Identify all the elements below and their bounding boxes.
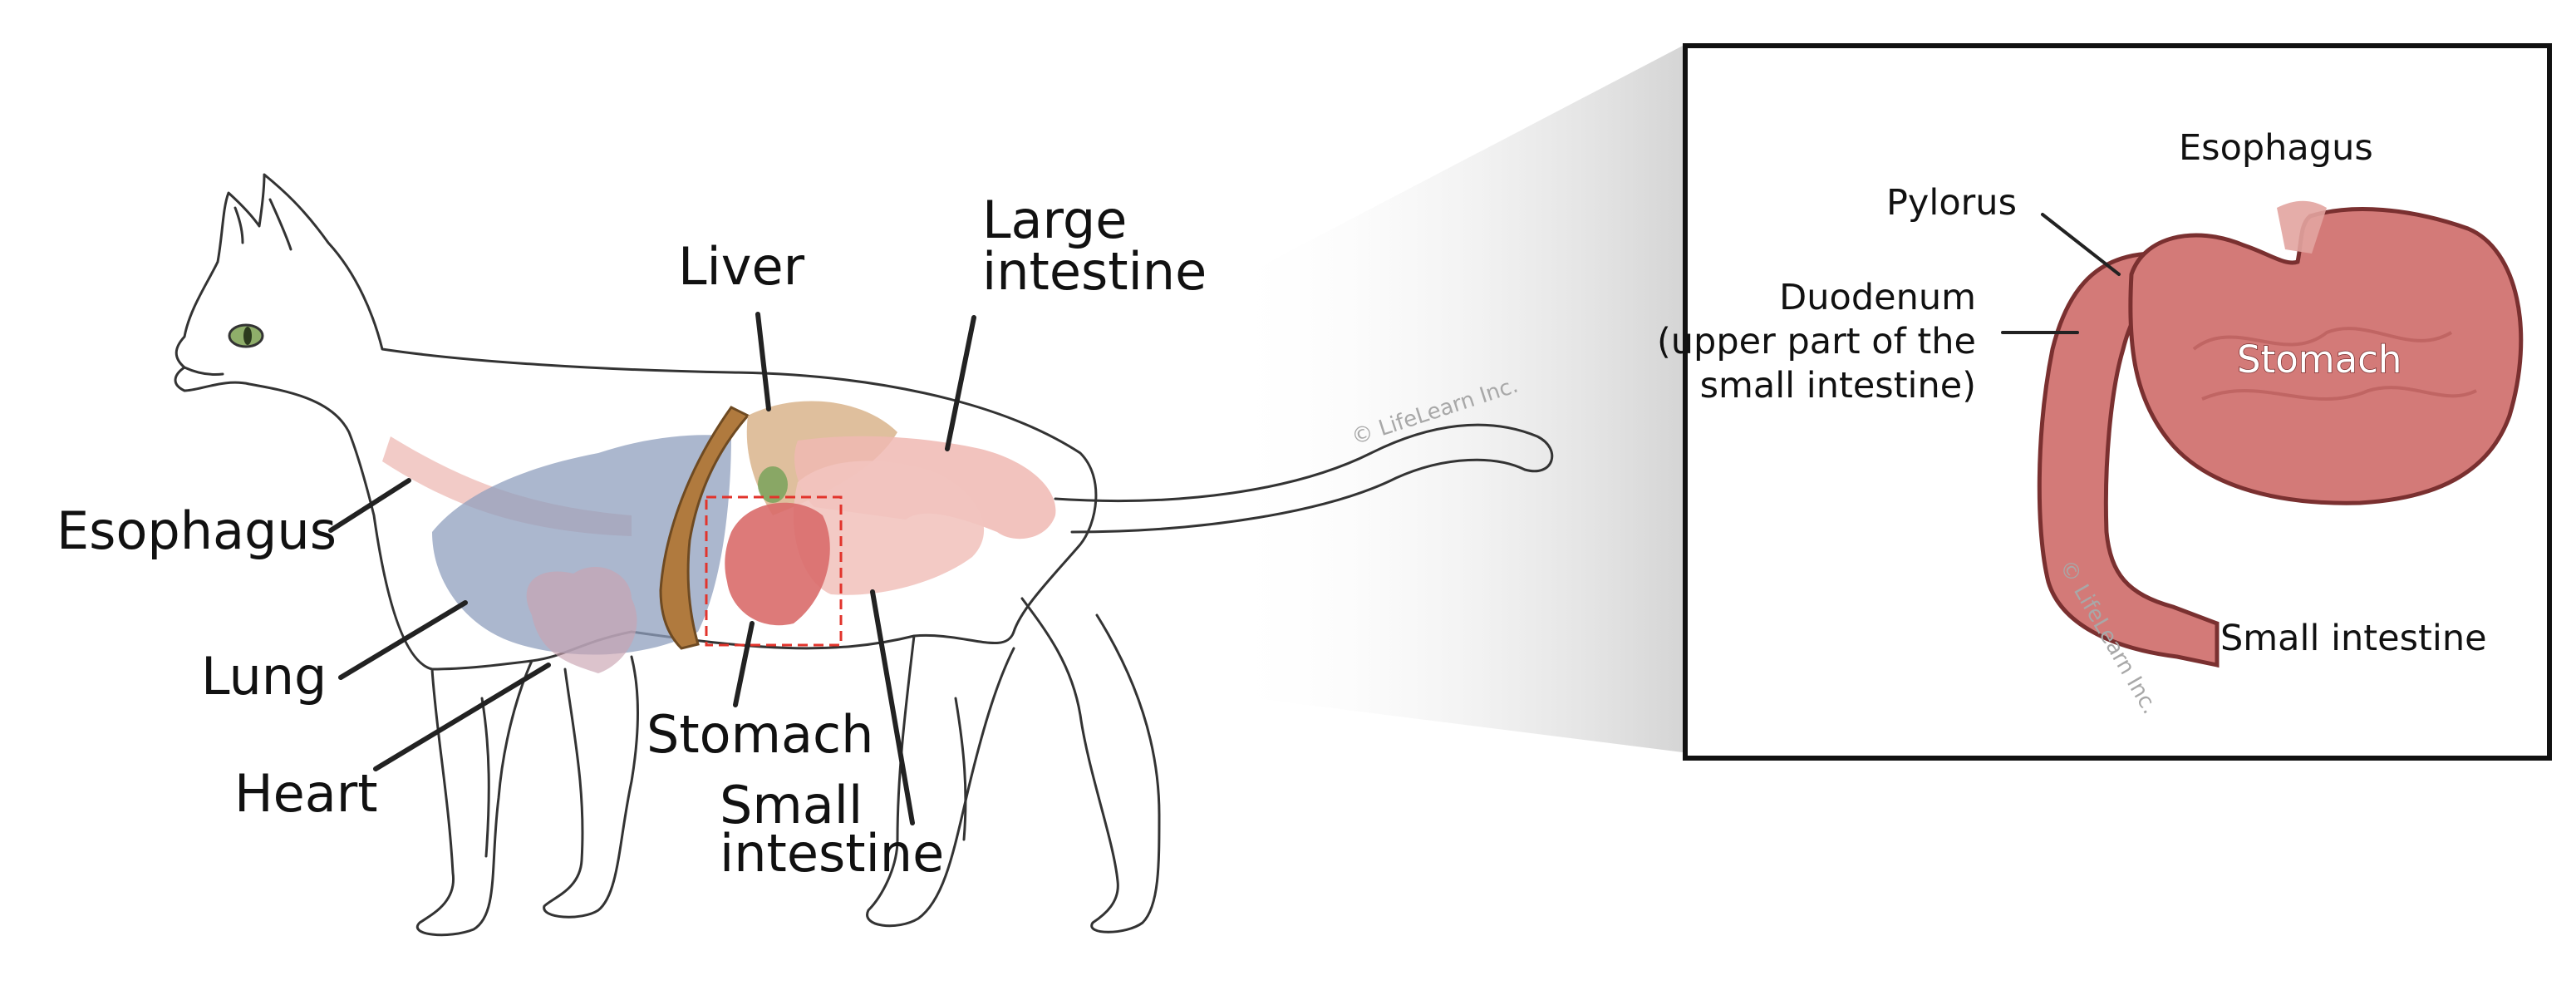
inset-rugae (2192, 327, 2477, 401)
cat-leg-detail (480, 697, 490, 858)
cat-tail (1054, 423, 1554, 534)
label-liver: Liver (678, 236, 805, 297)
inset-label-esophagus: Esophagus (2179, 127, 2373, 169)
leader-liver (755, 312, 771, 411)
inset-leader-pylorus (2041, 213, 2121, 276)
cat-leg-detail-2 (954, 697, 967, 841)
cat-ear-inner-2 (234, 206, 244, 244)
label-lung: Lung (201, 646, 327, 707)
cat-front-leg-left (415, 659, 533, 937)
leader-esophagus (328, 478, 411, 533)
label-esophagus: Esophagus (57, 500, 337, 561)
leader-lines (328, 312, 976, 825)
inset-label-duodenum-line1: Duodenum (1779, 277, 1976, 318)
label-small-intestine-line1: Small (720, 775, 863, 835)
inset-label-duodenum-line3: small intestine) (1700, 365, 1976, 406)
leader-lung (338, 600, 468, 680)
zoom-highlight-box (705, 495, 843, 647)
leader-stomach (733, 621, 755, 707)
gallbladder (758, 466, 788, 503)
inset-stomach (2128, 207, 2524, 505)
label-large-intestine-line2: intestine (982, 241, 1207, 302)
diaphragm (659, 406, 750, 650)
leader-heart (373, 663, 551, 771)
cat-hind-leg-right (1020, 597, 1161, 934)
heart-organ (526, 566, 637, 673)
label-heart: Heart (234, 763, 378, 824)
inset-label-small-intestine: Small intestine (2220, 618, 2487, 659)
inset-duodenum (2037, 251, 2220, 668)
cat-front-leg-right (543, 655, 639, 919)
label-small-intestine-line2: intestine (720, 823, 944, 884)
inset-label-duodenum-line2: (upper part of the (1657, 321, 1976, 362)
label-large-intestine-line1: Large (982, 190, 1127, 250)
cat-ear-inner (268, 198, 293, 251)
zoom-projection (1222, 46, 1683, 752)
inset-label-stomach: Stomach (2237, 337, 2401, 382)
cat-mouth (183, 366, 224, 376)
inset-panel: Stomach © LifeLearn Inc. Esophagus Pylor… (1657, 43, 2552, 761)
leader-large-intestine (945, 315, 976, 451)
leader-small-intestine (870, 589, 915, 825)
organs: © LifeLearn Inc. (382, 373, 1522, 673)
main-labels: Esophagus Lung Heart Liver Large intesti… (57, 190, 1207, 884)
lung-organ (432, 435, 731, 655)
label-stomach: Stomach (646, 704, 873, 765)
inset-label-pylorus: Pylorus (1886, 182, 2017, 224)
stomach-organ (725, 502, 830, 626)
cat-hind-leg-left (866, 634, 1015, 928)
inset-esophagus-tube (2277, 200, 2327, 254)
cat-pupil (243, 327, 252, 345)
